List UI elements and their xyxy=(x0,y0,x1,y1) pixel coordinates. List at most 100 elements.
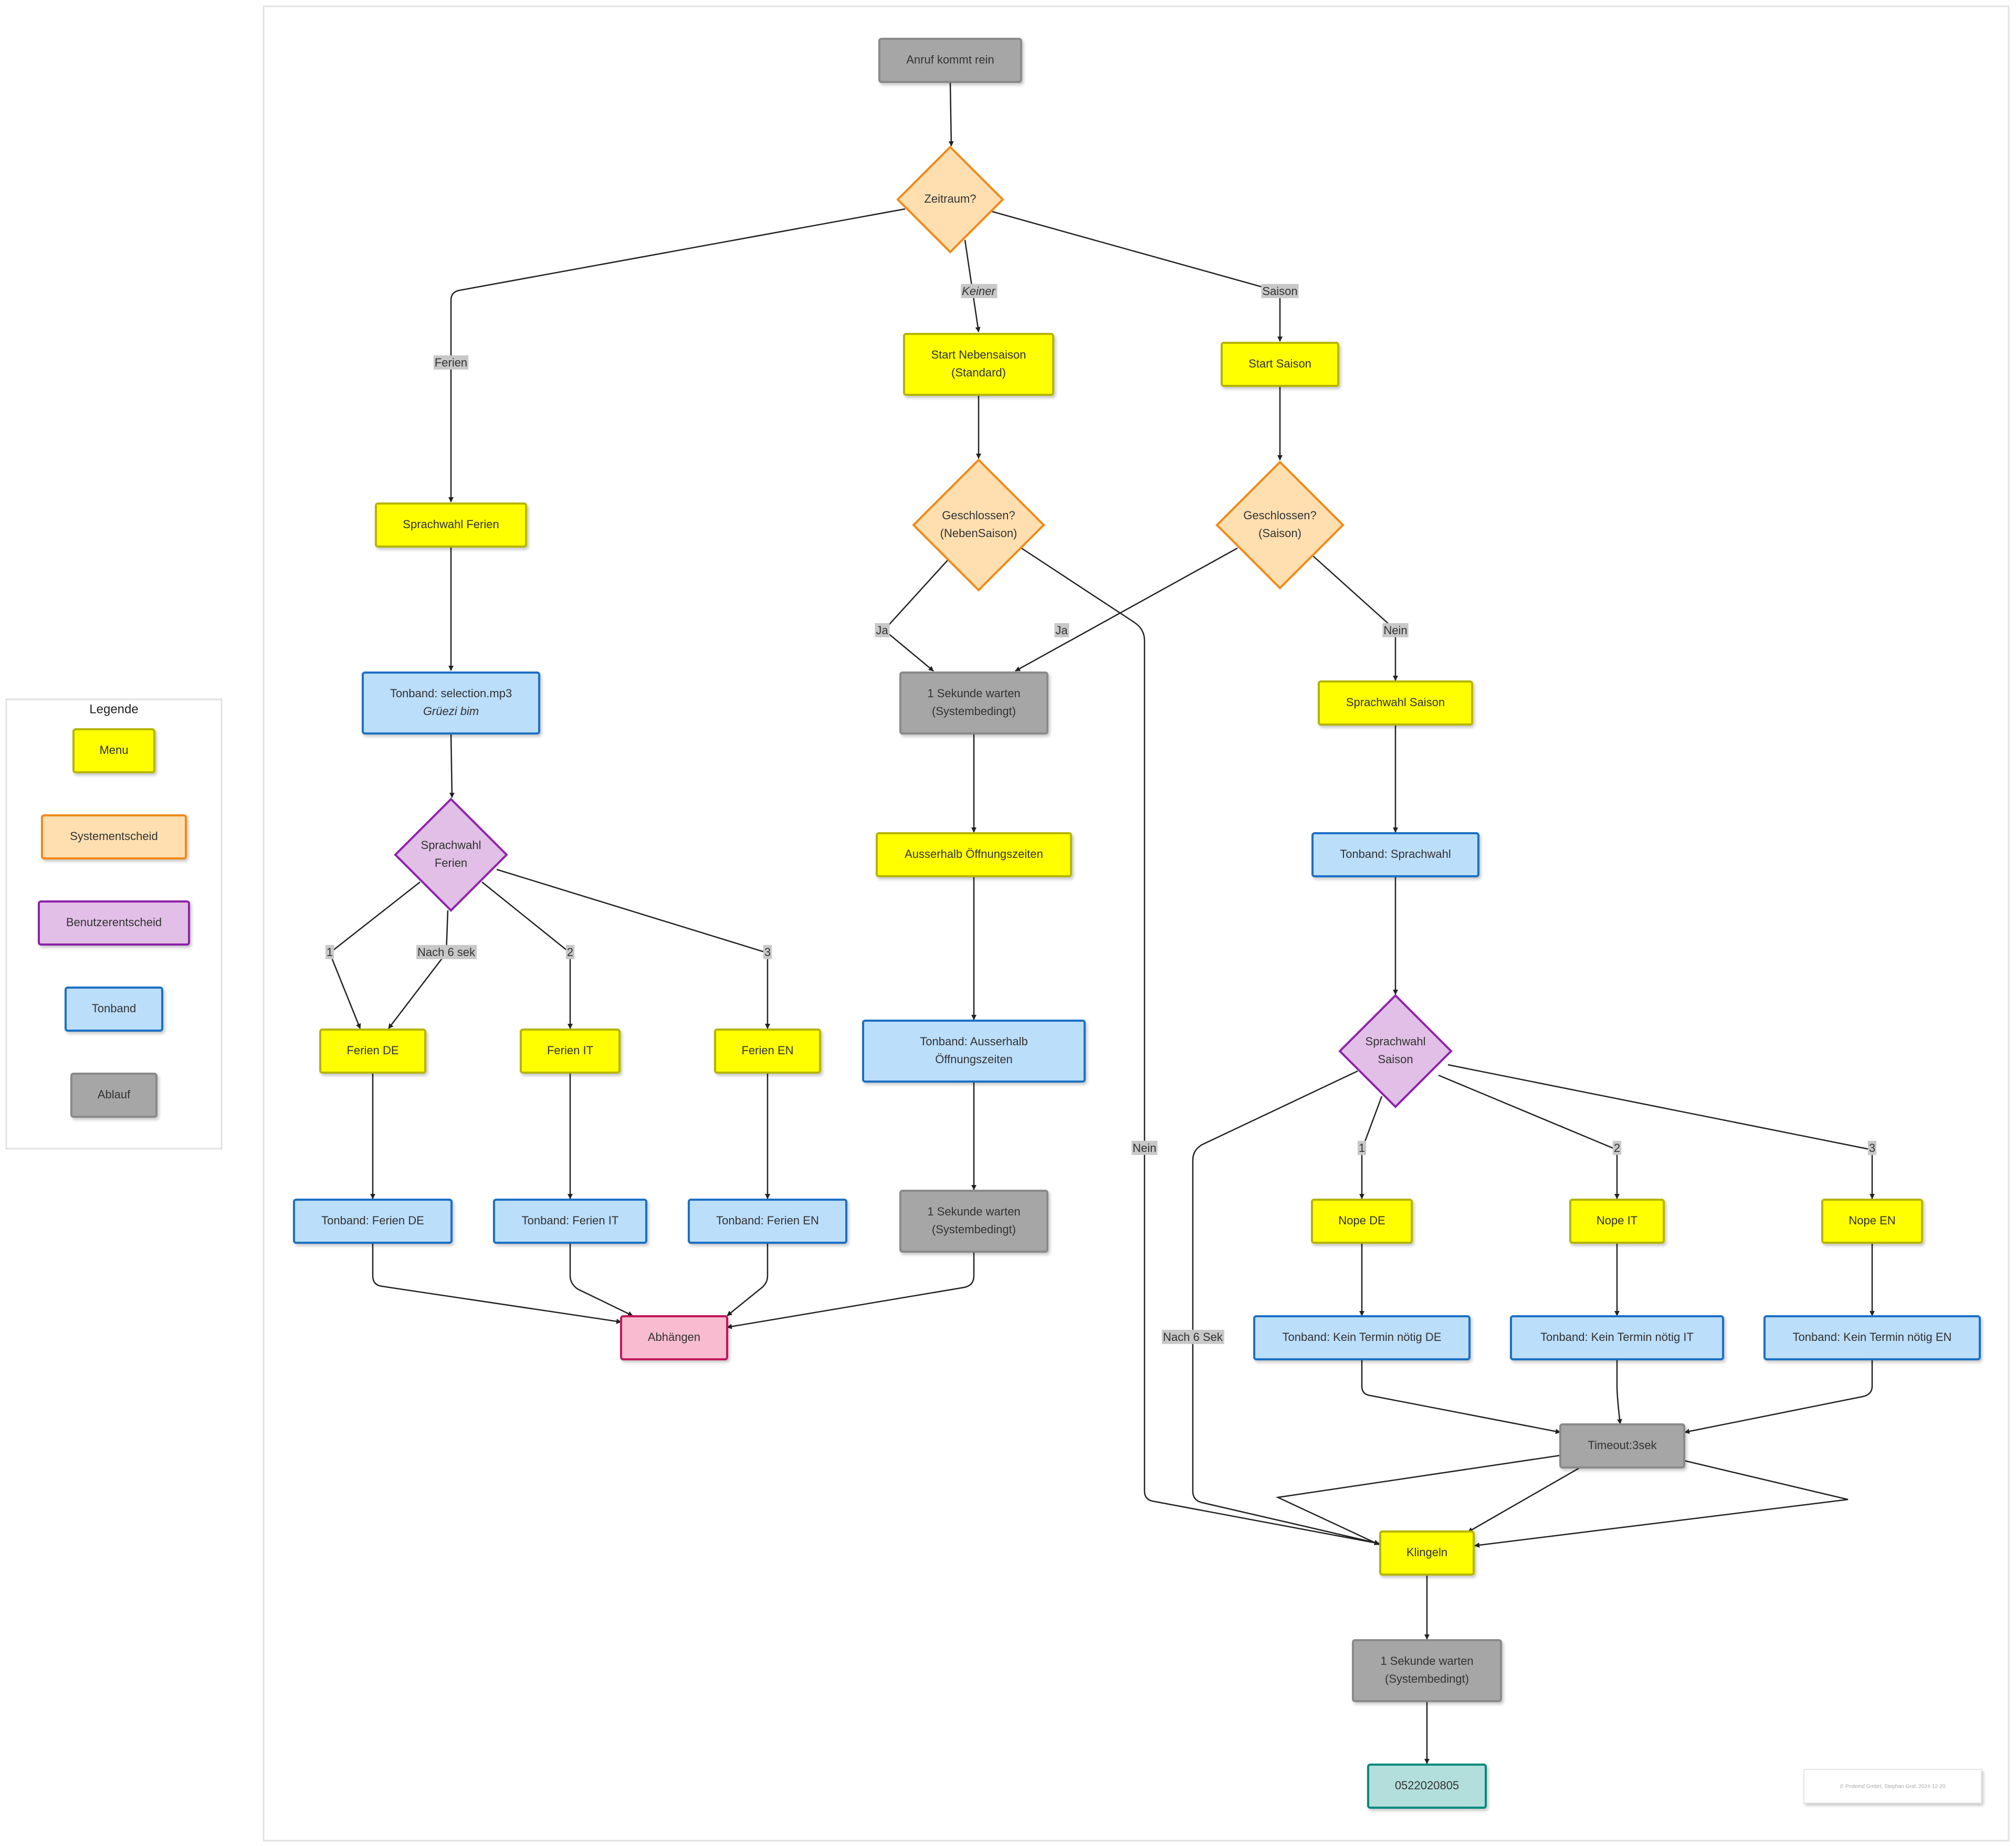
node-zeitraum: Zeitraum? xyxy=(896,145,1004,254)
edge-label-bg xyxy=(1054,623,1069,637)
edge-label-text: 1 xyxy=(1359,1141,1365,1155)
node-start: Anruf kommt rein xyxy=(878,38,1022,83)
node-tonband-sprachwahl: Tonband: Sprachwahl xyxy=(1311,832,1479,877)
legend-item-label: Systementscheid xyxy=(70,830,158,843)
edge-label-text: 1 xyxy=(327,946,333,959)
edge-label-bg xyxy=(1867,1140,1877,1155)
edge-tonband-selection-user-ferien xyxy=(449,733,455,798)
node-kein-it-label: Tonband: Kein Termin nötig IT xyxy=(1540,1330,1694,1344)
edge-label-bg xyxy=(1612,1140,1622,1155)
node-tonband-selection-label: Tonband: selection.mp3 xyxy=(390,687,512,700)
edge-label-text: Nein xyxy=(1383,624,1407,637)
node-warten1-label: 1 Sekunde warten xyxy=(927,687,1020,700)
legend-item-ablauf: Ablauf xyxy=(70,1073,158,1118)
edge-label-bg xyxy=(1261,284,1299,298)
edge-label-saison: Saison xyxy=(1261,284,1299,298)
legend-item-label: Menu xyxy=(99,743,128,757)
edge-tonband-ferien-it-abhaengen xyxy=(569,1243,633,1317)
legend-item-menu: Menu xyxy=(72,728,155,773)
node-klingeln-label: Klingeln xyxy=(1406,1546,1447,1559)
node-tonband-ausserhalb-label: Öffnungszeiten xyxy=(935,1053,1013,1066)
edge-label-bg xyxy=(763,945,772,959)
edge-label-ja: Ja xyxy=(1054,623,1069,637)
node-tonband-ferien-it-label: Tonband: Ferien IT xyxy=(522,1214,619,1227)
edge-label-text: Nein xyxy=(1132,1141,1156,1155)
node-sprachwahl-saison: Sprachwahl Saison xyxy=(1318,680,1473,726)
edge-label-bg xyxy=(325,945,334,959)
edge-label-text: Keiner xyxy=(962,285,996,298)
node-klingeln: Klingeln xyxy=(1379,1530,1475,1576)
node-start-label: Anruf kommt rein xyxy=(906,53,994,66)
edge-label-keiner: Keiner xyxy=(961,284,998,298)
legend: Legende MenuSystementscheidBenutzerentsc… xyxy=(38,702,190,1118)
node-warten1: 1 Sekunde warten(Systembedingt) xyxy=(899,672,1048,735)
edge-geschl-neben-klingeln xyxy=(1020,547,1380,1546)
node-user-ferien-label: Ferien xyxy=(435,856,467,869)
node-start-neben: Start Nebensaison(Standard) xyxy=(903,333,1054,396)
edge-label-text: 3 xyxy=(1869,1141,1875,1155)
legend-item-benutzerentscheid: Benutzerentscheid xyxy=(38,900,190,946)
edge-timeout-klingeln-left xyxy=(1275,1454,1561,1546)
edge-kein-it-timeout xyxy=(1616,1359,1622,1424)
edge-zeitraum-sprachwahl-ferien xyxy=(448,208,906,502)
edge-label-bg xyxy=(1382,623,1409,637)
main-frame xyxy=(262,5,2010,1842)
node-ferien-en: Ferien EN xyxy=(714,1029,821,1074)
legend-item-label: Ablauf xyxy=(98,1088,131,1101)
footer-text: © Prolemd GmbH, Stephan Graf, 2024-12-20 xyxy=(1840,1784,1946,1790)
node-kein-en: Tonband: Kein Termin nötig EN xyxy=(1763,1315,1981,1360)
edge-label-nach6-saison: Nach 6 Sek xyxy=(1162,1329,1224,1344)
edge-label-text: 2 xyxy=(1614,1141,1620,1155)
edge-label-three: 3 xyxy=(763,945,772,959)
node-warten2-label: (Systembedingt) xyxy=(932,1223,1016,1236)
node-start-neben-label: Start Nebensaison xyxy=(931,348,1026,361)
node-geschl-saison: Geschlossen?(Saison) xyxy=(1215,460,1345,590)
node-nope-it: Nope IT xyxy=(1569,1199,1665,1244)
node-geschl-neben: Geschlossen?(NebenSaison) xyxy=(912,458,1045,592)
node-ferien-de: Ferien DE xyxy=(319,1029,426,1074)
edge-label-one: 1 xyxy=(1357,1140,1367,1155)
node-sprachwahl-ferien-label: Sprachwahl Ferien xyxy=(403,518,499,531)
edge-label-bg xyxy=(1357,1140,1367,1155)
edge-label-bg xyxy=(565,945,575,959)
node-zeitraum-label: Zeitraum? xyxy=(924,192,976,205)
edge-label-text: Ja xyxy=(876,624,888,637)
node-geschl-saison-label: Geschlossen? xyxy=(1243,509,1316,522)
edge-geschl-saison-warten1 xyxy=(1015,547,1238,672)
node-timeout-label: Timeout:3sek xyxy=(1588,1439,1657,1452)
node-tonband-ferien-en-label: Tonband: Ferien EN xyxy=(716,1214,819,1227)
edge-label-bg xyxy=(416,945,477,959)
legend-title: Legende xyxy=(89,702,138,716)
node-start-saison: Start Saison xyxy=(1221,342,1339,387)
edge-label-bg xyxy=(961,284,998,298)
node-user-saison-label: Saison xyxy=(1378,1053,1413,1066)
legend-item-tonband: Tonband xyxy=(65,987,163,1032)
node-abhaengen: Abhängen xyxy=(620,1315,728,1360)
edge-label-bg xyxy=(1131,1140,1158,1155)
edge-warten2-abhaengen xyxy=(727,1252,975,1329)
node-nope-it-label: Nope IT xyxy=(1597,1214,1637,1227)
edge-label-text: Nach 6 Sek xyxy=(1163,1330,1223,1344)
node-tonband-selection-label: Grüezi bim xyxy=(423,705,479,718)
legend-item-label: Benutzerentscheid xyxy=(66,916,162,929)
node-warten3: 1 Sekunde warten(Systembedingt) xyxy=(1352,1639,1502,1702)
edge-label-ja: Ja xyxy=(875,623,890,637)
node-kein-en-label: Tonband: Kein Termin nötig EN xyxy=(1793,1330,1952,1344)
legend-item-label: Tonband xyxy=(92,1002,136,1015)
node-abhaengen-label: Abhängen xyxy=(648,1330,700,1344)
node-tonband-ausserhalb-label: Tonband: Ausserhalb xyxy=(920,1035,1028,1048)
edge-label-nein: Nein xyxy=(1131,1140,1158,1155)
node-warten2-label: 1 Sekunde warten xyxy=(927,1205,1020,1218)
edge-user-saison-klingeln xyxy=(1192,1070,1380,1545)
edge-label-text: Ja xyxy=(1055,624,1068,637)
edge-kein-en-timeout xyxy=(1684,1359,1873,1434)
edge-label-nein: Nein xyxy=(1382,623,1409,637)
edge-label-two: 2 xyxy=(565,945,575,959)
node-warten3-label: (Systembedingt) xyxy=(1385,1672,1469,1685)
edge-tonband-ferien-en-abhaengen xyxy=(727,1243,769,1316)
node-ausserhalb: Ausserhalb Öffnungszeiten xyxy=(876,832,1072,877)
